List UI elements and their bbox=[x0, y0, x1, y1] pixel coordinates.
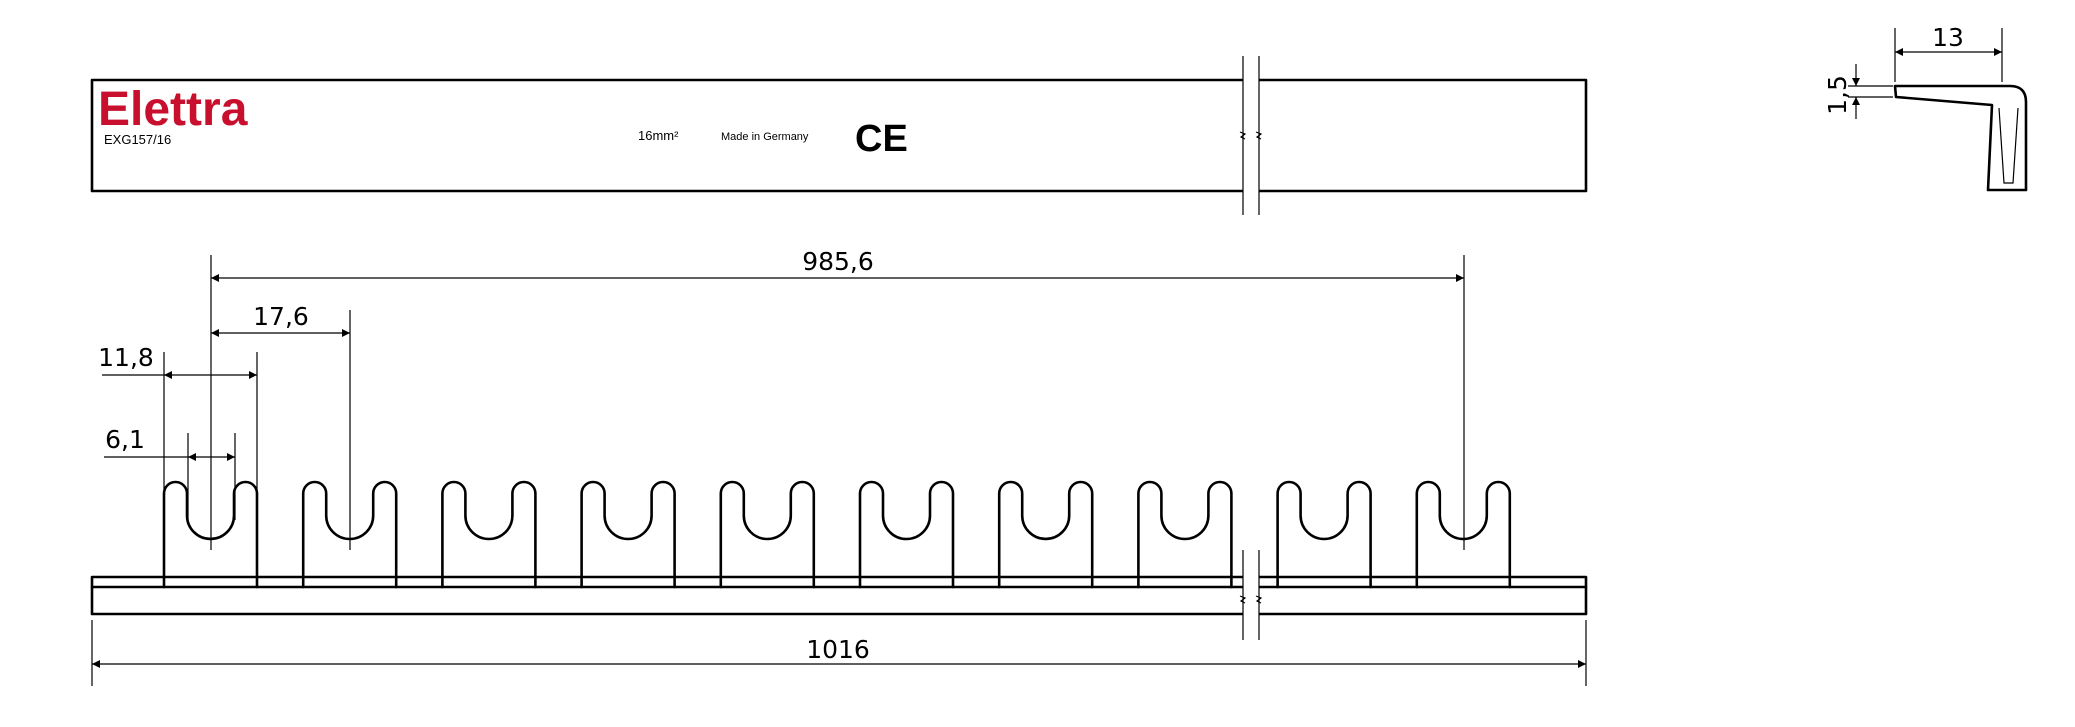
front-view-busbar bbox=[90, 480, 1588, 640]
dimension-profile-width: 13 bbox=[1932, 23, 1964, 52]
busbar-pin bbox=[719, 480, 816, 589]
dimension-profile-thickness: 1,5 bbox=[1823, 75, 1852, 115]
break-zigzag bbox=[1239, 131, 1247, 140]
break-gap-top bbox=[1243, 78, 1259, 193]
busbar-pin bbox=[1415, 480, 1512, 589]
dimension-pin-pitch: 17,6 bbox=[253, 302, 309, 331]
dimension-outer-pin-span: 985,6 bbox=[802, 247, 874, 276]
dimension-total-length: 1016 bbox=[806, 635, 870, 664]
origin-label: Made in Germany bbox=[721, 131, 809, 143]
busbar-pin bbox=[441, 480, 537, 589]
model-number: EXG157/16 bbox=[104, 132, 171, 147]
dimension-pin-width: 11,8 bbox=[98, 343, 154, 372]
break-zigzag bbox=[1255, 131, 1263, 140]
profile-view: 13 1,5 bbox=[1823, 23, 2028, 192]
busbar-pin bbox=[997, 480, 1094, 589]
busbar-pin bbox=[1137, 480, 1233, 589]
break-gap-bottom bbox=[1243, 560, 1259, 620]
busbar-pin bbox=[580, 480, 676, 589]
busbar-body bbox=[90, 575, 1588, 616]
brand-logo: Elettra bbox=[98, 83, 248, 136]
ce-mark: CE bbox=[855, 118, 908, 160]
cover-strip-outline bbox=[90, 78, 1588, 193]
top-view-cover-strip: Elettra EXG157/16 16mm² Made in Germany … bbox=[90, 56, 1588, 215]
busbar-pin bbox=[858, 480, 955, 589]
profile-section bbox=[1893, 84, 2028, 192]
profile-inner-slot bbox=[1998, 107, 2019, 184]
front-view-dimensions: 985,6 17,6 11,8 6,1 1016 bbox=[91, 247, 1587, 686]
break-zigzag bbox=[1255, 595, 1263, 604]
busbar-pin bbox=[1276, 480, 1372, 589]
pin-row bbox=[162, 480, 1512, 589]
cross-section-label: 16mm² bbox=[638, 128, 679, 143]
break-zigzag bbox=[1239, 595, 1247, 604]
dimension-slot-width: 6,1 bbox=[105, 425, 145, 454]
